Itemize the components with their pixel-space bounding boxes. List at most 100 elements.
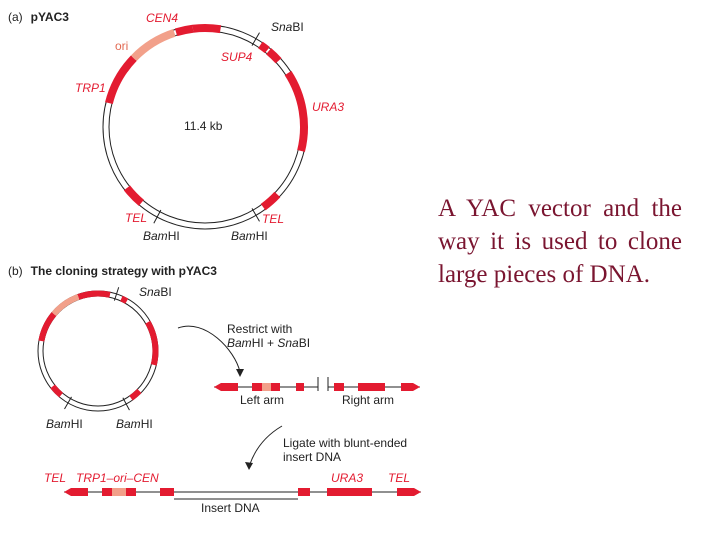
left-arm-ori-block: [262, 383, 271, 391]
bamhi-right-label-a: BamHI: [231, 229, 268, 243]
plasmid-pyac3: [102, 24, 308, 230]
right-arm-block: [334, 383, 344, 391]
plasmid-small: [37, 287, 159, 412]
bamhi-right-enzyme-b: Bam: [116, 417, 141, 431]
bamhi-right-label-b: BamHI: [116, 417, 153, 431]
plasmid-a-cen4-segment: [174, 24, 194, 37]
final-tel-right-block: [397, 488, 414, 496]
restrict-bam: Bam: [227, 336, 252, 350]
snabi-suffix-a: BI: [292, 20, 303, 34]
ligate-arrow-curve: [249, 425, 283, 465]
cen4-label: CEN4: [146, 11, 178, 25]
final-tel-right-arrow: [414, 488, 421, 496]
plasmid-b-snabi-gap-segment: [120, 295, 129, 304]
plasmid-a-tel-right-segment: [260, 191, 281, 211]
left-arm-label: Left arm: [240, 393, 284, 407]
final-ura3-block: [327, 488, 372, 496]
right-arm-label: Right arm: [342, 393, 394, 407]
bamhi-left-suffix-a: HI: [168, 229, 180, 243]
right-arm-ura3-block: [358, 383, 385, 391]
final-tel-left-block: [71, 488, 88, 496]
plasmid-a-sup4-segment: [266, 48, 282, 64]
restrict-sna: Sna: [277, 336, 299, 350]
snabi-enzyme-b: Sna: [139, 285, 161, 299]
snabi-label-a: SnaBI: [271, 20, 304, 34]
left-arm-tel-arrow: [214, 383, 221, 391]
plasmid-a-snabi-site: [251, 32, 260, 46]
ligate-label-line2: insert DNA: [283, 450, 341, 464]
ligate-label-line1: Ligate with blunt-ended: [283, 436, 407, 450]
restrict-arrow-curve: [177, 325, 241, 373]
bamhi-right-suffix-b: HI: [141, 417, 153, 431]
final-yac: [64, 488, 421, 496]
panel-a-title-prefix: (a): [8, 10, 23, 24]
plasmid-b-cen-segment: [77, 290, 111, 300]
left-arm-block: [296, 383, 304, 391]
plasmid-a-tel-left-segment: [123, 185, 144, 206]
plasmid-a-ori-segment: [130, 29, 176, 62]
left-arm-tel-block: [221, 383, 238, 391]
panel-b-title: (b) The cloning strategy with pYAC3: [8, 262, 217, 279]
right-arm-tel-block: [401, 383, 413, 391]
bamhi-left-label-b: BamHI: [46, 417, 83, 431]
panel-a-title: (a) pYAC3: [8, 8, 69, 25]
left-arm: [214, 377, 319, 391]
restrict-arrow-head: [236, 369, 244, 377]
plasmid-a-snabi-gap-segment: [258, 41, 270, 54]
tel-right-label-b: TEL: [388, 471, 410, 485]
bamhi-left-label-a: BamHI: [143, 229, 180, 243]
restrict-hi: HI +: [252, 336, 278, 350]
ura3-label: URA3: [312, 100, 344, 114]
plasmid-a-bamhi-right-site: [251, 208, 260, 222]
plasmid-b-ura3-segment: [145, 320, 159, 366]
plasmid-b-bamhi-right-site: [122, 397, 130, 411]
final-trp1-block: [102, 488, 112, 496]
trp1-label: TRP1: [75, 81, 106, 95]
bamhi-right-enzyme-a: Bam: [231, 229, 256, 243]
ori-label: ori: [115, 39, 128, 53]
snabi-enzyme-a: Sna: [271, 20, 293, 34]
panel-a-title-text: pYAC3: [31, 10, 70, 24]
bamhi-left-suffix-b: HI: [71, 417, 83, 431]
final-block: [160, 488, 174, 496]
final-cen-block: [126, 488, 136, 496]
left-arm-trp1-block: [252, 383, 262, 391]
tel-left-label-a: TEL: [125, 211, 147, 225]
tel-left-label-b: TEL: [44, 471, 66, 485]
plasmid-a-ura3-segment: [284, 70, 308, 152]
restrict-bi: BI: [299, 336, 310, 350]
insert-dna-label: Insert DNA: [201, 501, 260, 515]
ligate-arrow-head: [245, 462, 253, 470]
plasmid-size-label: 11.4 kb: [184, 119, 223, 133]
bamhi-left-enzyme-a: Bam: [143, 229, 168, 243]
bamhi-left-enzyme-b: Bam: [46, 417, 71, 431]
plasmid-b-bamhi-left-site: [64, 396, 72, 410]
tel-right-label-a: TEL: [262, 212, 284, 226]
left-arm-cen-block: [271, 383, 280, 391]
final-tel-left-arrow: [64, 488, 71, 496]
plasmid-a-trp1-segment: [105, 55, 137, 105]
caption-text: A YAC vector and the way it is used to c…: [438, 195, 682, 288]
bamhi-right-suffix-a: HI: [256, 229, 268, 243]
plasmid-b-tel-right-segment: [129, 388, 142, 401]
panel-b-title-text: The cloning strategy with pYAC3: [31, 264, 218, 278]
plasmid-b-tel-left-segment: [50, 384, 64, 398]
plasmid-b-trp1-segment: [38, 312, 57, 342]
plasmid-b-ori-segment: [51, 294, 80, 317]
trp-ori-cen-label: TRP1–ori–CEN: [76, 471, 159, 485]
restrict-label-line2: BamHI + SnaBI: [227, 336, 310, 350]
ura3-label-b: URA3: [331, 471, 363, 485]
snabi-suffix-b: BI: [160, 285, 171, 299]
panel-b-title-prefix: (b): [8, 264, 23, 278]
final-ori-block: [112, 488, 126, 496]
sup4-label: SUP4: [221, 50, 253, 64]
snabi-label-b: SnaBI: [139, 285, 172, 299]
right-arm: [327, 377, 420, 391]
plasmid-a-cen4-segment-2: [192, 24, 222, 34]
restrict-label-line1: Restrict with: [227, 322, 292, 336]
final-block-right: [298, 488, 310, 496]
plasmid-b-snabi-site: [113, 287, 120, 301]
right-arm-tel-arrow: [413, 383, 420, 391]
plasmid-b-inner-ring: [42, 295, 154, 407]
